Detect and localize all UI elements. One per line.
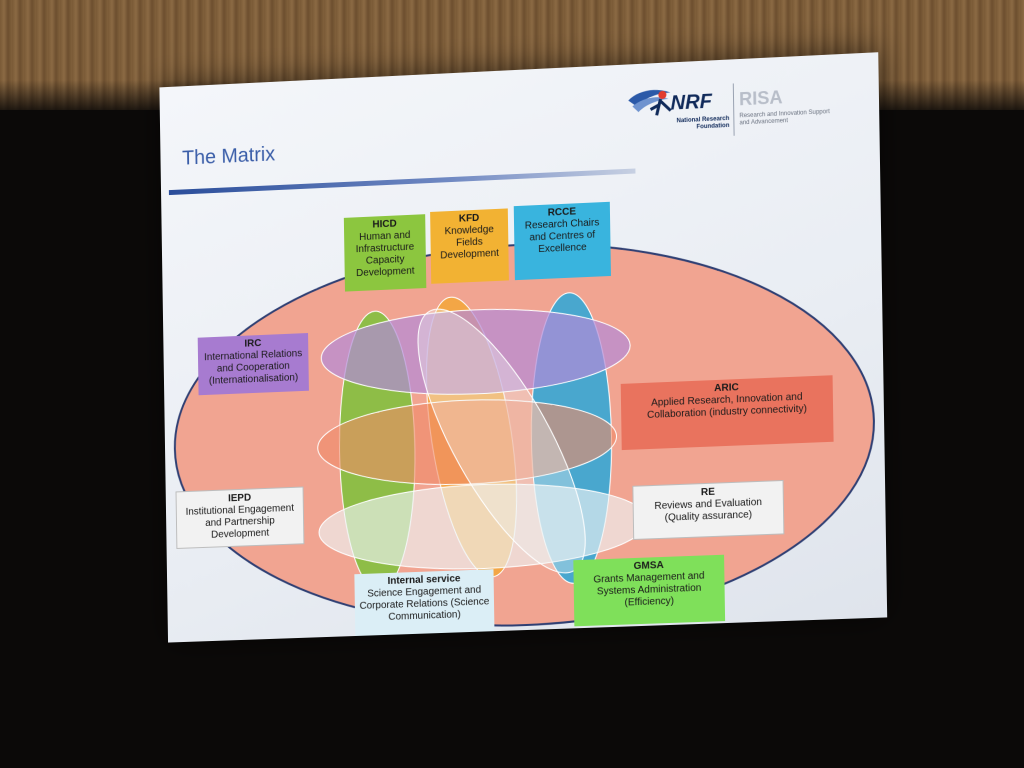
kfd-description: Knowledge Fields Development <box>440 224 500 262</box>
irc-description: International Relations and Cooperation … <box>204 348 303 387</box>
projected-slide: The Matrix NRF National Research Foundat… <box>159 52 888 643</box>
gmsa-description: Grants Management and Systems Administra… <box>593 570 705 609</box>
box-aric: ARIC Applied Research, Innovation and Co… <box>620 375 834 451</box>
box-irc: IRC International Relations and Cooperat… <box>197 333 309 396</box>
box-re: RE Reviews and Evaluation (Quality assur… <box>632 479 785 540</box>
box-iepd: IEPD Institutional Engagement and Partne… <box>175 486 305 549</box>
nrf-risa-logo: NRF National Research Foundation RISA Re… <box>626 69 830 149</box>
box-gmsa: GMSA Grants Management and Systems Admin… <box>573 554 726 627</box>
internal-service-description: Science Engagement and Corporate Relatio… <box>359 584 490 623</box>
matrix-diagram <box>159 52 887 642</box>
box-kfd: KFD Knowledge Fields Development <box>430 208 509 284</box>
box-hicd: HICD Human and Infrastructure Capacity D… <box>343 214 427 292</box>
iepd-description: Institutional Engagement and Partnership… <box>185 502 295 541</box>
hicd-description: Human and Infrastructure Capacity Develo… <box>355 229 415 280</box>
box-internal-service: Internal service Science Engagement and … <box>354 569 495 637</box>
rcce-description: Research Chairs and Centres of Excellenc… <box>524 217 600 256</box>
nrf-figure-icon <box>628 89 675 122</box>
box-rcce: RCCE Research Chairs and Centres of Exce… <box>513 201 611 281</box>
re-description: Reviews and Evaluation (Quality assuranc… <box>654 496 763 524</box>
white-diagonal-ellipse <box>388 287 617 595</box>
